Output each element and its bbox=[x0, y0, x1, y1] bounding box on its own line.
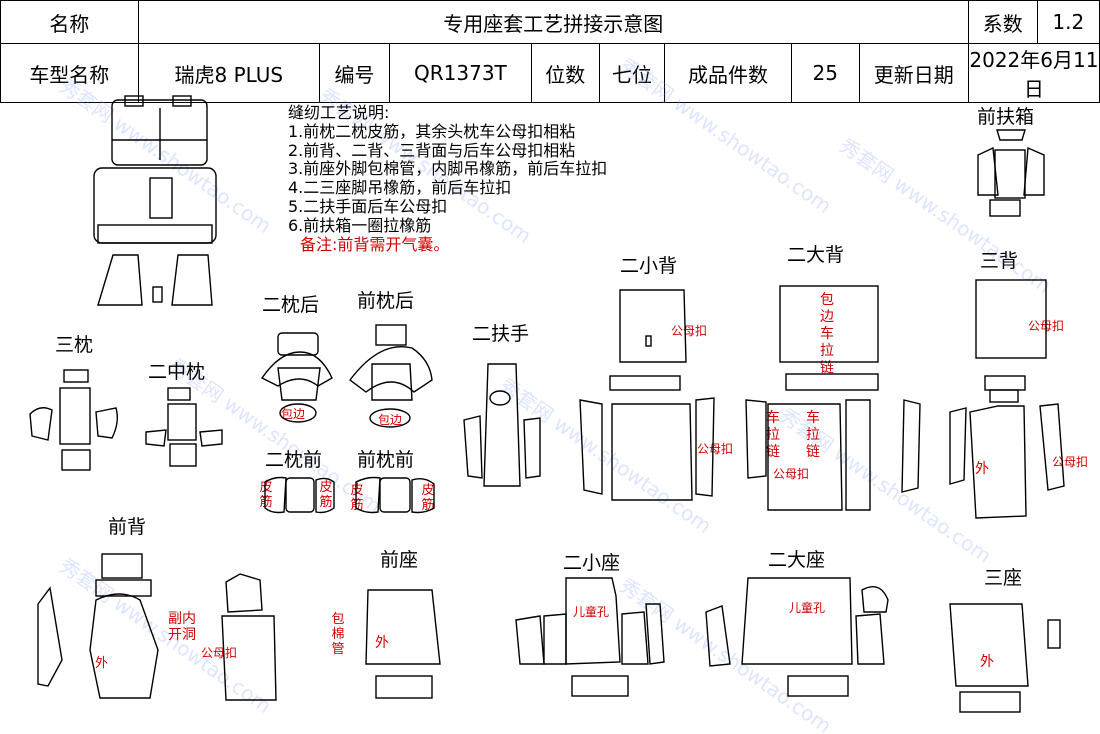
front-armbox-pieces bbox=[977, 129, 1045, 217]
annotation-outer: 外 bbox=[375, 635, 389, 651]
seats-label: 位数 bbox=[530, 43, 600, 103]
note-line: 1.前枕二枕皮筋，其余头枕车公母扣相粘 bbox=[288, 121, 576, 141]
sheet-title: 专用座套工艺拼接示意图 bbox=[137, 0, 969, 44]
note-line: 2.前背、二背、三背面与后车公母扣相粘 bbox=[288, 140, 576, 160]
annotation-child-hole: 儿童孔 bbox=[789, 601, 826, 615]
label-second-headrest-back: 二枕后 bbox=[262, 294, 320, 316]
annotation-outer: 外 bbox=[980, 654, 994, 670]
second-headrest-back-pieces bbox=[260, 332, 333, 423]
label-front-armbox: 前扶箱 bbox=[977, 106, 1035, 128]
annotation-buckle: 公母扣 bbox=[671, 324, 708, 338]
notes-remark: 备注:前背需开气囊。 bbox=[300, 234, 450, 254]
label-second-big-seat: 二大座 bbox=[768, 549, 826, 571]
annotation-zip: 车拉链 bbox=[766, 410, 780, 460]
annotation-outer: 外 bbox=[975, 461, 989, 477]
coef-value: 1.2 bbox=[1036, 0, 1100, 44]
sewing-notes: 缝纫工艺说明: 1.前枕二枕皮筋，其余头枕车公母扣相粘 2.前背、二背、三背面与… bbox=[288, 103, 608, 254]
annotation-cotton-tube: 包棉管 bbox=[331, 612, 345, 657]
annotation-airbag-open: 副内开洞 bbox=[168, 611, 196, 643]
seat-overview-drawing bbox=[93, 95, 217, 306]
front-back-pieces bbox=[37, 553, 277, 701]
label-second-small-back: 二小背 bbox=[620, 255, 678, 277]
note-line: 5.二扶手面后车公母扣 bbox=[288, 196, 448, 216]
coef-label: 系数 bbox=[967, 0, 1038, 44]
model-label: 车型名称 bbox=[0, 43, 139, 103]
label-front-back: 前背 bbox=[108, 516, 147, 538]
third-headrest-pieces bbox=[29, 369, 119, 471]
note-line: 3.前座外脚包棉管，内脚吊橡筋，前后车拉扣 bbox=[288, 159, 608, 179]
pattern-pieces bbox=[29, 95, 1065, 713]
annotation-elastic: 皮筋 bbox=[421, 483, 435, 513]
annotation-buckle: 公母扣 bbox=[201, 646, 238, 660]
label-second-armrest: 二扶手 bbox=[472, 323, 530, 345]
annotation-outer: 外 bbox=[95, 656, 109, 671]
label-second-mid-headrest: 二中枕 bbox=[148, 361, 206, 383]
third-back-pieces bbox=[949, 279, 1065, 519]
label-third-headrest: 三枕 bbox=[55, 334, 94, 356]
label-second-headrest-front: 二枕前 bbox=[265, 449, 323, 471]
label-second-small-seat: 二小座 bbox=[563, 552, 621, 574]
annotation-buckle: 公母扣 bbox=[697, 442, 734, 456]
second-headrest-front-pieces bbox=[264, 476, 335, 514]
second-armrest-pieces bbox=[463, 363, 541, 487]
label-third-seat: 三座 bbox=[984, 567, 1023, 589]
seats-value: 七位 bbox=[598, 43, 666, 103]
annotation-elastic: 皮筋 bbox=[350, 483, 364, 513]
note-line: 6.前扶箱一圈拉橡筋 bbox=[288, 215, 432, 235]
front-headrest-front-pieces bbox=[355, 476, 435, 514]
annotation-buckle: 公母扣 bbox=[1052, 455, 1089, 469]
annotation-elastic: 皮筋 bbox=[259, 480, 273, 510]
annotation-elastic: 皮筋 bbox=[319, 480, 333, 510]
front-headrest-back-pieces bbox=[349, 324, 433, 428]
annotation-wrap-edge-zip: 包边车拉链 bbox=[820, 292, 834, 376]
note-line: 4.二三座脚吊橡筋，前后车拉扣 bbox=[288, 178, 512, 198]
name-label: 名称 bbox=[0, 0, 139, 44]
date-value: 2022年6月11日 bbox=[967, 43, 1100, 103]
annotation-buckle: 公母扣 bbox=[773, 467, 810, 481]
annotation-edge-wrap: 包边 bbox=[378, 413, 403, 427]
annotation-zip: 车拉链 bbox=[806, 410, 820, 460]
pieces-value: 25 bbox=[790, 43, 860, 103]
annotation-edge-wrap: 包边 bbox=[281, 407, 306, 421]
pieces-label: 成品件数 bbox=[664, 43, 792, 103]
second-mid-headrest-pieces bbox=[145, 387, 223, 467]
label-front-seat: 前座 bbox=[380, 549, 419, 571]
code-value: QR1373T bbox=[388, 43, 532, 103]
label-second-big-back: 二大背 bbox=[787, 244, 845, 266]
code-label: 编号 bbox=[318, 43, 390, 103]
label-third-back: 三背 bbox=[980, 250, 1019, 272]
date-label: 更新日期 bbox=[858, 43, 969, 103]
second-small-seat-pieces bbox=[515, 577, 665, 697]
third-seat-pieces bbox=[949, 603, 1061, 713]
model-value: 瑞虎8 PLUS bbox=[137, 43, 320, 103]
second-small-back-pieces bbox=[579, 289, 715, 501]
notes-heading: 缝纫工艺说明: bbox=[288, 103, 390, 122]
annotation-child-hole: 儿童孔 bbox=[573, 605, 610, 619]
label-front-headrest-back: 前枕后 bbox=[357, 290, 415, 312]
header-table: 名称 专用座套工艺拼接示意图 系数 1.2 车型名称 瑞虎8 PLUS 编号 Q… bbox=[0, 0, 1100, 103]
front-seat-pieces bbox=[365, 589, 441, 699]
label-front-headrest-front: 前枕前 bbox=[357, 449, 415, 471]
second-big-seat-pieces bbox=[705, 577, 889, 697]
second-big-back-pieces bbox=[745, 285, 921, 511]
